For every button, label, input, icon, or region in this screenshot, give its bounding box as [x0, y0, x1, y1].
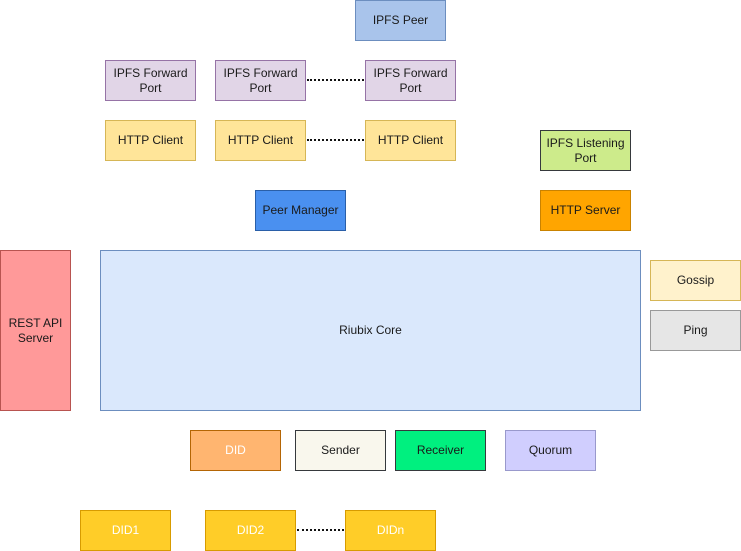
ping-node: Ping — [650, 310, 741, 351]
sender-node: Sender — [295, 430, 386, 471]
ipfs-forward-port-node-2: IPFS Forward Port — [215, 60, 306, 101]
rest-api-server-node: REST API Server — [0, 250, 71, 411]
quorum-node: Quorum — [505, 430, 596, 471]
http-client-node-n: HTTP Client — [365, 120, 456, 161]
peer-manager-node: Peer Manager — [255, 190, 346, 231]
ellipsis-connector-dids — [297, 529, 344, 531]
ellipsis-connector-http-clients — [307, 139, 364, 141]
did2-node: DID2 — [205, 510, 296, 551]
ipfs-forward-port-node-n: IPFS Forward Port — [365, 60, 456, 101]
receiver-node: Receiver — [395, 430, 486, 471]
riubix-core-node: Riubix Core — [100, 250, 641, 411]
ipfs-listening-port-node: IPFS Listening Port — [540, 130, 631, 171]
did1-node: DID1 — [80, 510, 171, 551]
gossip-node: Gossip — [650, 260, 741, 301]
http-client-node-2: HTTP Client — [215, 120, 306, 161]
didn-node: DIDn — [345, 510, 436, 551]
did-node: DID — [190, 430, 281, 471]
ipfs-forward-port-node-1: IPFS Forward Port — [105, 60, 196, 101]
ipfs-peer-node: IPFS Peer — [355, 0, 446, 41]
ellipsis-connector-forward-ports — [307, 79, 364, 81]
http-client-node-1: HTTP Client — [105, 120, 196, 161]
http-server-node: HTTP Server — [540, 190, 631, 231]
